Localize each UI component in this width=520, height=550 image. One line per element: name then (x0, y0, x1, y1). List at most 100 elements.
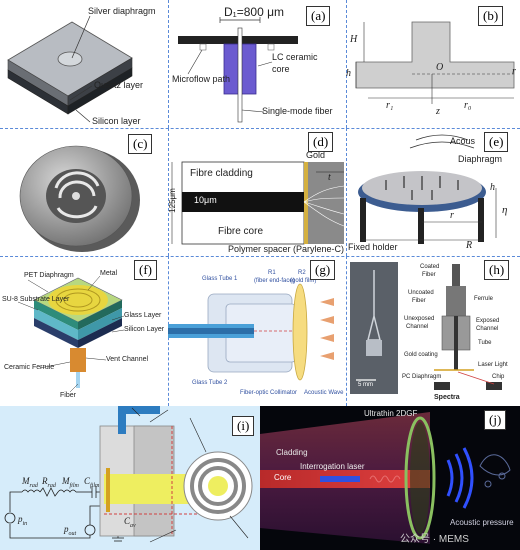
label-c-film: Cfilm (84, 476, 100, 489)
panel-d-drawing (171, 161, 345, 245)
label-uncoated: Uncoated (408, 290, 434, 296)
label-acoustic-pressure: Acoustic pressure (450, 518, 514, 527)
label-r0: r₀ (464, 100, 472, 111)
label-eta: η (502, 204, 508, 216)
badge-g: (g) (310, 260, 336, 280)
divider (346, 0, 347, 128)
label-pc-diaphragm: PC Diaphragm (402, 374, 442, 380)
label-watermark: 公众号 · MEMS (400, 534, 469, 545)
label-r1: r₁ (386, 100, 394, 111)
panel-i: Mrad Rrad Mfilm Cfilm Cav pin pout (i) (0, 406, 260, 550)
badge-f: (f) (134, 260, 157, 280)
label-silicon-layer: Silicon Layer (124, 326, 165, 333)
label-p-out: pout (64, 524, 77, 537)
label-vent-channel: Vent Channel (106, 356, 149, 363)
label-diameter: D₁=800 μm (224, 5, 284, 19)
panel-j: Ultrathin 2DGF Cladding Interrogation la… (260, 406, 520, 550)
label-quartz-layer: Quartz layer (94, 80, 144, 90)
label-silicon-layer: Silicon layer (92, 116, 141, 126)
label-silver-diaphragm: Silver diaphragm (88, 6, 156, 16)
label-polymer-spacer: Polymer spacer (Parylene-C) (228, 244, 345, 254)
panel-c: (c) (0, 128, 168, 256)
divider (0, 128, 520, 129)
label-glass-tube-2: Glass Tube 2 (192, 380, 228, 386)
label-microflow-path: Microflow path (172, 74, 231, 84)
panel-d: Fibre cladding Gold 125μm 10μm Fibre cor… (168, 128, 346, 256)
label-R: R (466, 240, 473, 251)
label-r: r (450, 210, 454, 221)
panel-b: H h O r₁ r₀ z r (b) (346, 0, 520, 128)
badge-b: (b) (478, 6, 504, 26)
label-fibre-core: Fibre core (218, 226, 264, 237)
label-125um: 125μm (168, 188, 177, 213)
label-unexposed: Unexposed (404, 316, 435, 322)
panel-c-drawing (19, 145, 140, 252)
panel-e-drawing (358, 134, 497, 244)
label-pet-diaphragm: PET Diaphragm (24, 272, 74, 279)
label-chip: Chip (492, 374, 505, 380)
label-tube: Tube (478, 340, 492, 346)
divider (168, 0, 169, 128)
divider (168, 128, 169, 256)
label-r1: R1 (268, 270, 276, 276)
panel-a-cross-section: D₁=800 μm Microflow path LC ceramic core… (168, 0, 346, 128)
label-scale: 5 mm (358, 382, 373, 388)
label-su8-layer: SU-8 Substrate Layer (2, 296, 70, 303)
label-m-film: Mfilm (62, 476, 79, 489)
panel-i-drawing (4, 406, 253, 543)
label-r2-sub: (gold film) (290, 278, 317, 284)
panel-g-drawing (168, 283, 334, 381)
panel-g: Glass Tube 1 R1 (fiber end-face) R2 (gol… (168, 256, 346, 406)
label-h: h (490, 182, 495, 193)
label-exposed: Exposed (476, 318, 500, 324)
panel-h: 5 mm Coated Fiber Uncoated Fiber Ferrule… (346, 256, 520, 406)
label-z: z (436, 106, 440, 117)
label-lc-core: core (272, 64, 290, 74)
label-glass-layer: Glass Layer (124, 312, 162, 319)
label-coated: Coated (420, 264, 440, 270)
label-10um: 10μm (194, 195, 217, 205)
label-m-rad: Mrad (22, 476, 38, 489)
panel-h-drawing (350, 262, 502, 394)
label-lc-ceramic: LC ceramic (272, 52, 318, 62)
badge-j: (j) (484, 410, 507, 430)
label-c-av: Cav (124, 516, 136, 529)
label-fixed-holder: Fixed holder (348, 242, 398, 252)
label-single-mode-fiber: Single-mode fiber (262, 106, 333, 116)
panel-e: Acous Diaphragm h η Fixed holder r R (e) (346, 128, 520, 256)
label-r-rad: Rrad (42, 476, 56, 489)
label-acoustic: Acous (450, 136, 476, 146)
label-r1-sub: (fiber end-face) (254, 278, 295, 284)
label-unexposed-channel: Channel (406, 324, 429, 330)
label-spectra: Spectra (434, 394, 460, 401)
label-gold: Gold (306, 150, 326, 160)
label-O: O (436, 62, 444, 73)
label-diaphragm: Diaphragm (458, 154, 503, 164)
label-h: h (346, 68, 351, 79)
label-collimator: Fiber-optic Collimator (240, 390, 298, 396)
label-interrogation-laser: Interrogation laser (300, 462, 365, 471)
label-H: H (350, 34, 358, 45)
label-fibre-cladding: Fibre cladding (190, 168, 253, 179)
label-laser-light: Laser Light (478, 362, 508, 368)
panel-a: Silver diaphragm Quartz layer Silicon la… (0, 0, 168, 128)
divider (0, 256, 520, 257)
badge-c: (c) (128, 134, 153, 154)
panel-b-drawing (355, 21, 515, 104)
label-r2: R2 (298, 270, 306, 276)
badge-a: (a) (306, 6, 331, 26)
badge-d: (d) (308, 132, 334, 152)
label-exposed-channel: Channel (476, 326, 499, 332)
panel-f: PET Diaphragm Metal SU-8 Substrate Layer… (0, 256, 168, 406)
panel-a-chip-drawing (7, 15, 133, 123)
panel-j-drawing (260, 412, 511, 544)
label-uncoated-fiber: Fiber (412, 298, 426, 304)
divider (346, 128, 347, 256)
label-r: r (512, 66, 516, 77)
label-cladding: Cladding (276, 448, 308, 457)
label-graphene: Ultrathin 2DGF (364, 409, 418, 418)
label-ceramic-ferrule: Ceramic Ferrule (4, 364, 55, 371)
label-t: t (328, 172, 331, 183)
label-metal: Metal (100, 270, 118, 277)
divider (346, 256, 347, 406)
